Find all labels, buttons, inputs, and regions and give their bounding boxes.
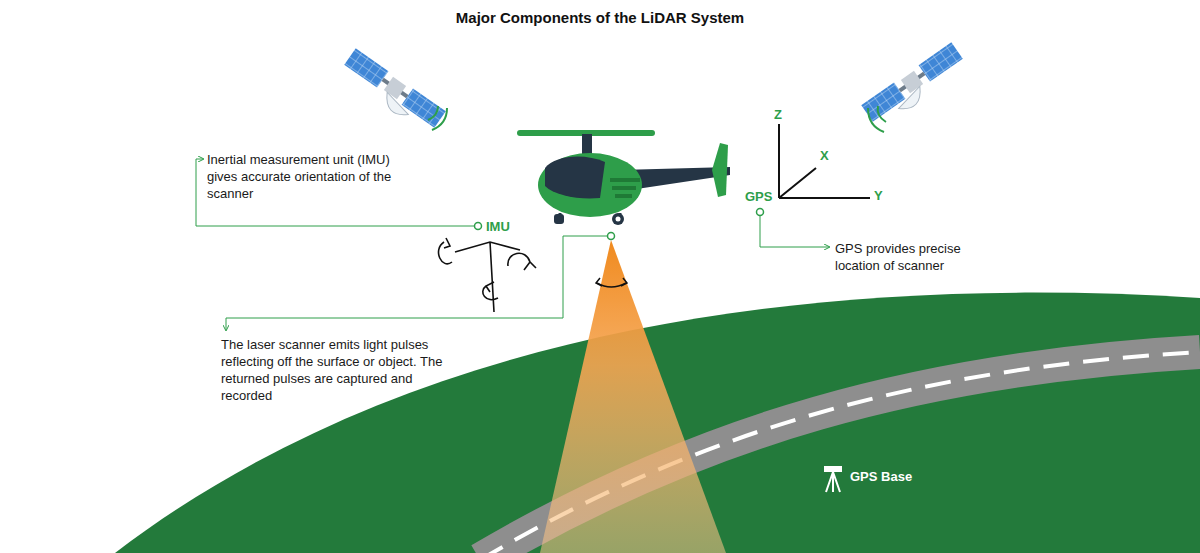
gps-base-label: GPS Base (850, 469, 912, 484)
imu-dot (475, 223, 482, 230)
gps-note: GPS provides precise location of scanner (835, 240, 995, 274)
imu-label: IMU (486, 219, 510, 234)
imu-symbol (439, 238, 536, 312)
scanner-dot (608, 233, 615, 240)
helicopter (517, 130, 730, 225)
scanner-note: The laser scanner emits light pulses ref… (221, 336, 466, 404)
gps-leader (760, 216, 829, 247)
axes (779, 124, 870, 198)
axis-label: Y (874, 188, 883, 203)
signal-left (428, 106, 447, 130)
satellite-left (338, 48, 446, 136)
satellite-right (861, 42, 969, 130)
scan-arrows (596, 278, 627, 286)
diagram-title: Major Components of the LiDAR System (300, 9, 900, 26)
gps-base-icon (824, 466, 842, 492)
gps-label: GPS (745, 189, 772, 204)
signal-right (868, 106, 886, 132)
imu-note: Inertial measurement unit (IMU) gives ac… (207, 151, 412, 202)
scanner-leader (226, 236, 607, 330)
laser-beam (540, 240, 726, 553)
axis-label: X (820, 148, 829, 163)
axis-label: Z (774, 107, 782, 122)
gps-dot (757, 209, 764, 216)
